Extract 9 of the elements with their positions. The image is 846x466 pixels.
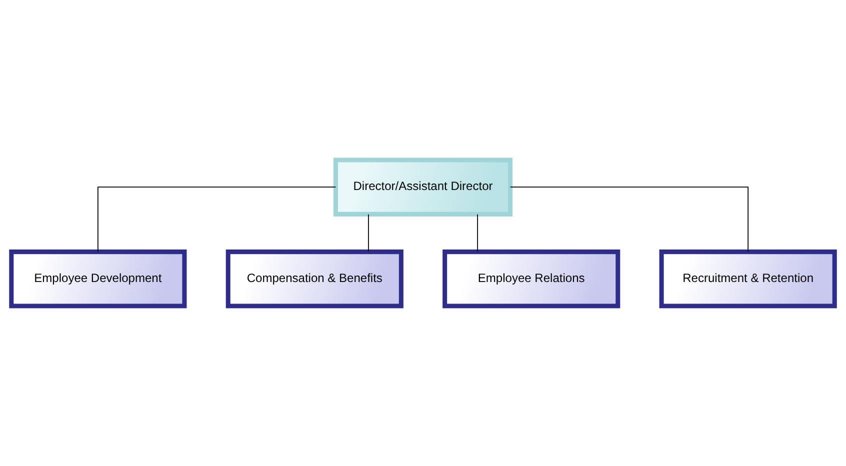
node-box: Director/Assistant Director [333,158,513,216]
connector [368,214,369,252]
node-box: Employee Relations [442,250,620,308]
node-box: Recruitment & Retention [659,250,837,308]
node-box: Employee Development [9,250,187,308]
connector [510,186,749,252]
connector [477,214,478,252]
connector [97,186,336,252]
node-box: Compensation & Benefits [226,250,404,308]
